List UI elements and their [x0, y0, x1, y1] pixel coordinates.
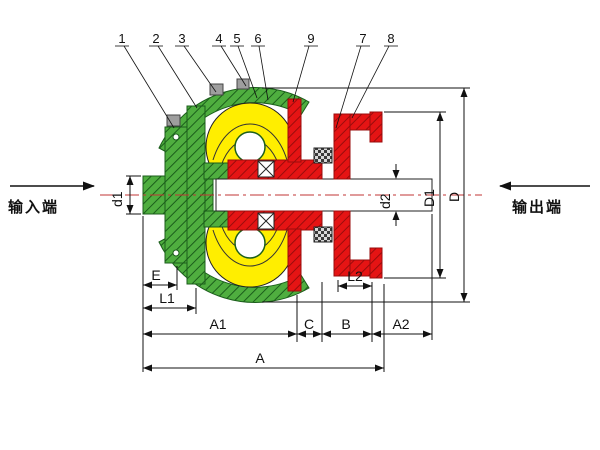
- dimension-lines: [126, 87, 470, 372]
- dim-label-C: C: [304, 316, 314, 332]
- dim-label-D: D: [446, 192, 462, 202]
- blade-arc: [212, 123, 288, 161]
- pump-hub-bottom: [203, 210, 231, 228]
- pump-hub-top: [203, 162, 231, 180]
- bearings-seals: [257, 147, 333, 243]
- dim-label-A2: A2: [392, 316, 409, 332]
- output-flange-cap-top: [369, 111, 383, 143]
- callout-7: 7: [359, 31, 366, 46]
- turbine-hub-top: [227, 159, 323, 180]
- flange-bolt: [166, 114, 181, 127]
- output-flange-plate-top: [333, 113, 351, 180]
- seal-top: [313, 147, 333, 164]
- callout-1: 1: [118, 31, 125, 46]
- callout-6: 6: [254, 31, 261, 46]
- dim-label-D1: D1: [421, 189, 437, 207]
- callout-8: 8: [387, 31, 394, 46]
- turbine-hub-bottom: [227, 210, 323, 231]
- fill-plug: [236, 78, 250, 90]
- callout-5: 5: [233, 31, 240, 46]
- output-flange-cap-bottom: [369, 247, 383, 279]
- dim-label-L2: L2: [347, 268, 363, 284]
- torus-core-top: [234, 131, 266, 163]
- turbine-disc-top: [287, 98, 302, 163]
- labels: 1 2 3 4 5 6 9 7 8 输入端 输出端 d1 d2 D1 D E L…: [8, 31, 563, 366]
- callout-leaders: [115, 45, 398, 129]
- callout-4: 4: [215, 31, 222, 46]
- torus-core-bottom: [234, 227, 266, 259]
- flange-bolt-hole: [172, 249, 180, 257]
- output-flange-plate-bottom: [333, 210, 351, 277]
- dim-label-E: E: [151, 267, 160, 283]
- output-shaft: [215, 178, 433, 212]
- blade-arc: [212, 229, 288, 267]
- dim-label-A: A: [255, 350, 265, 366]
- input-end-label: 输入端: [8, 198, 59, 216]
- dim-label-d1: d1: [109, 191, 125, 207]
- seal-bottom: [313, 226, 333, 243]
- dim-label-B: B: [341, 316, 350, 332]
- callout-9: 9: [307, 31, 314, 46]
- output-assembly-red: [227, 98, 383, 292]
- dim-label-d2: d2: [377, 193, 393, 209]
- turbine-disc-bottom: [287, 228, 302, 292]
- shell-bolt: [209, 83, 224, 96]
- flange-bolt-hole: [172, 133, 180, 141]
- dim-label-L1: L1: [159, 290, 175, 306]
- output-end-label: 输出端: [512, 198, 563, 216]
- dim-label-A1: A1: [209, 316, 226, 332]
- callout-3: 3: [178, 31, 185, 46]
- callout-2: 2: [152, 31, 159, 46]
